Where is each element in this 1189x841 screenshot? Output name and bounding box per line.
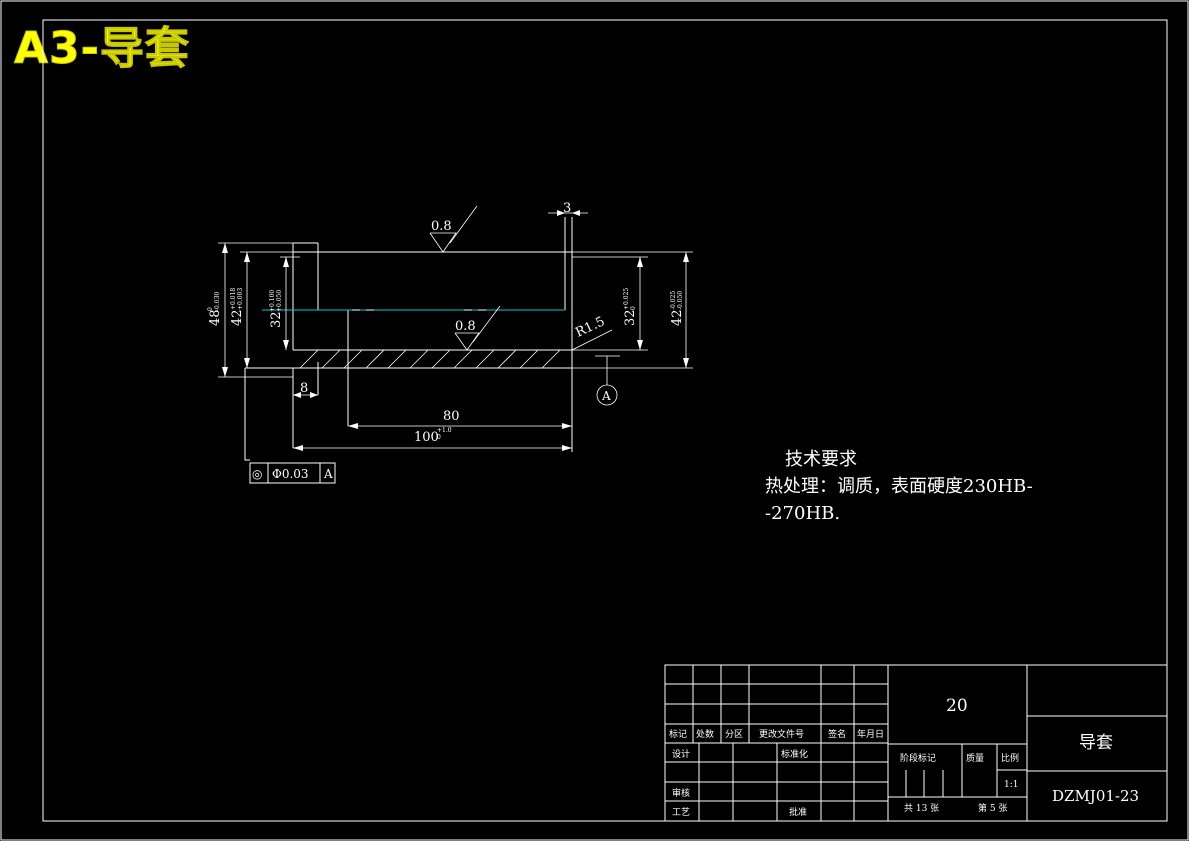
dimension-arrows <box>222 210 689 451</box>
tech-line-1: 热处理：调质，表面硬度230HB- <box>765 476 1033 497</box>
tb-part-name: 导套 <box>1079 733 1113 753</box>
tb-weight: 质量 <box>966 752 984 764</box>
tol-datum: A <box>323 467 333 481</box>
datum-label: A <box>601 389 611 403</box>
dim-radius: R1.5 <box>573 314 607 340</box>
dim-42-left: 42 <box>230 309 245 326</box>
dim-42-right: 42 <box>670 309 685 326</box>
tb-scale-value: 1:1 <box>1004 780 1018 790</box>
tech-title: 技术要求 <box>785 449 857 470</box>
tb-scale: 比例 <box>1001 752 1019 764</box>
dim-32-right: 32 <box>623 309 638 326</box>
tol-symbol: ◎ <box>252 467 262 481</box>
tb-design: 设计 <box>672 748 690 760</box>
tb-drawing-no: DZMJ01-23 <box>1052 787 1139 805</box>
dim-groove-width: 3 <box>563 201 571 216</box>
dim-32-right-tol: +0.0250 <box>623 288 637 310</box>
tol-value: Φ0.03 <box>272 467 309 481</box>
dim-od-48-tol: 0-0.030 <box>207 292 221 311</box>
tb-count: 处数 <box>696 728 714 740</box>
tb-approve: 批准 <box>789 806 807 818</box>
tolerance-frame: ◎ Φ0.03 A <box>249 462 336 484</box>
title-block <box>664 664 1168 822</box>
dim-42-left-tol: +0.018+0.003 <box>230 288 244 310</box>
tb-stage: 阶段标记 <box>900 752 936 764</box>
tb-process: 工艺 <box>672 807 690 818</box>
dim-32-left-tol: +0.100+0.050 <box>269 290 283 312</box>
roughness-bore: 0.8 <box>455 319 476 334</box>
part-outline <box>244 217 573 461</box>
dim-od-48: 48 <box>208 309 223 326</box>
tb-sheets: 共 13 张 <box>904 803 939 814</box>
tb-standard: 标准化 <box>781 748 808 760</box>
tb-sign: 签名 <box>828 728 846 740</box>
tb-material: 20 <box>946 696 968 716</box>
tb-mark: 标记 <box>669 728 687 740</box>
dim-42-right-tol: -0.025-0.050 <box>670 291 684 310</box>
tb-date: 年月日 <box>857 728 884 740</box>
tech-requirements: 技术要求 热处理：调质，表面硬度230HB- -270HB. <box>765 446 1033 527</box>
dim-32-left: 32 <box>269 311 284 328</box>
dimension-lines <box>218 205 693 449</box>
dim-100: 100 <box>414 430 439 445</box>
dim-80: 80 <box>443 409 460 424</box>
dim-flange: 8 <box>300 381 308 396</box>
tb-sheet-no: 第 5 张 <box>978 802 1007 814</box>
tech-line-2: -270HB. <box>765 503 841 524</box>
roughness-top: 0.8 <box>431 219 452 234</box>
tb-change-doc: 更改文件号 <box>759 728 804 740</box>
tb-review: 审核 <box>672 787 690 799</box>
tb-zone: 分区 <box>725 729 743 740</box>
section-hatch <box>299 349 561 369</box>
